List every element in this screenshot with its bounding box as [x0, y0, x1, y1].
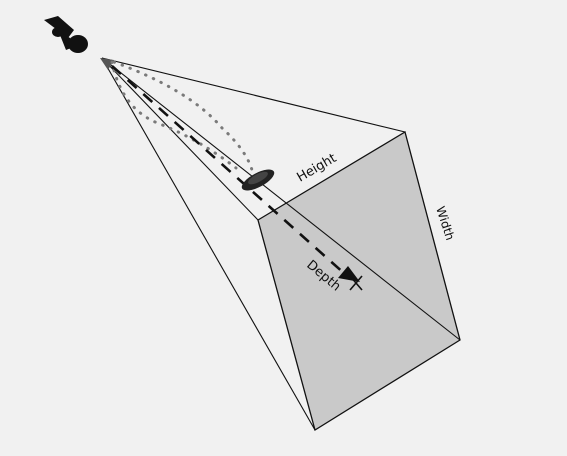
- frustum-edge-inner: [101, 57, 259, 221]
- frustum-edge-left: [101, 57, 316, 431]
- apex-marker: [100, 58, 114, 70]
- dotted-cone-left: [110, 60, 238, 170]
- frustum-edge-top: [101, 57, 406, 133]
- depth-arrowhead: [338, 266, 360, 282]
- width-label: Width: [433, 205, 457, 242]
- depth-arrow-shaft: [111, 65, 347, 276]
- sensor-footprint-icon: [241, 169, 275, 191]
- frustum-edge-diagonal: [101, 57, 461, 341]
- target-x-icon: [349, 275, 363, 291]
- dotted-cone-right: [112, 60, 254, 172]
- satellite-icon: [44, 16, 88, 53]
